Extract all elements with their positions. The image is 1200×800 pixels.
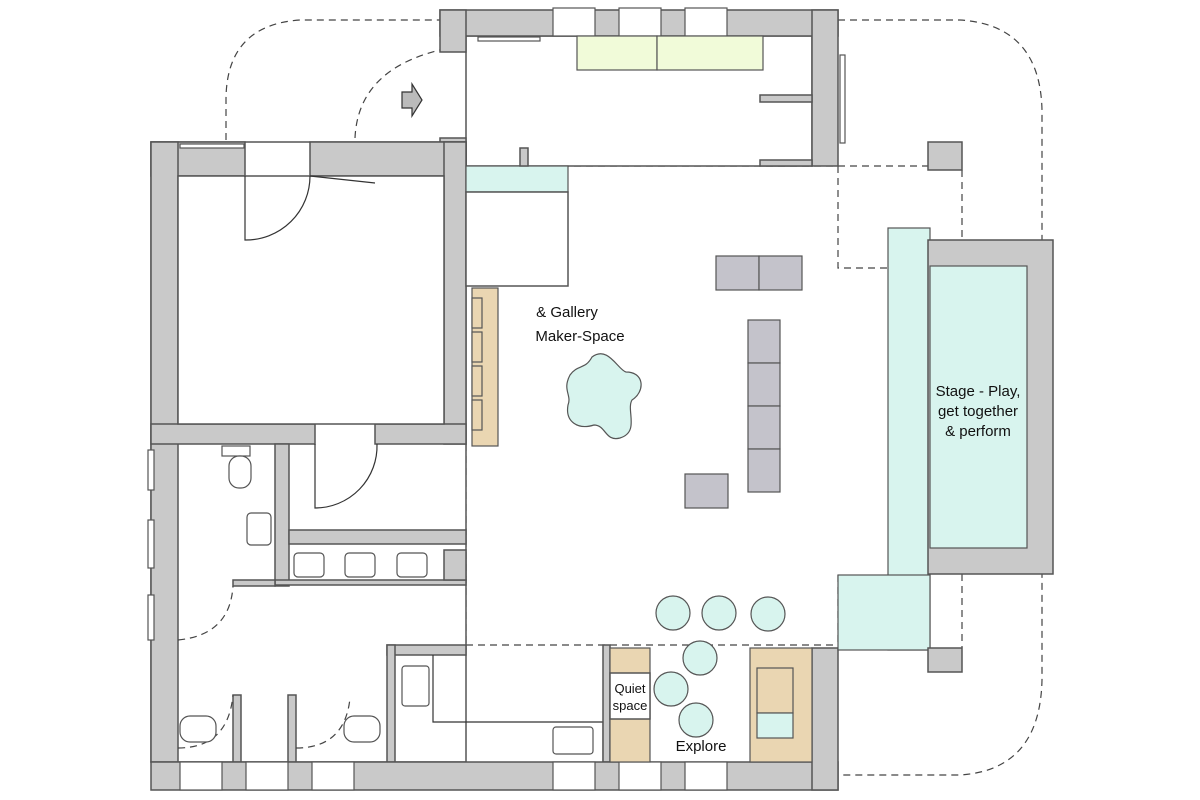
wall xyxy=(232,579,276,587)
wall xyxy=(232,694,242,763)
window xyxy=(552,7,596,37)
toilet xyxy=(343,715,381,743)
window xyxy=(245,761,289,791)
wall xyxy=(439,9,467,53)
wall xyxy=(309,141,467,177)
wall xyxy=(287,694,297,763)
bench xyxy=(471,287,499,447)
sink xyxy=(401,665,430,707)
window xyxy=(684,7,728,37)
seat-cube xyxy=(684,473,729,509)
shelf xyxy=(477,36,541,42)
partition xyxy=(602,644,611,763)
seat-cube xyxy=(715,255,760,291)
window xyxy=(179,761,223,791)
window xyxy=(147,594,155,641)
storage-box xyxy=(465,191,569,287)
workbench xyxy=(576,35,658,71)
wall xyxy=(443,141,467,445)
workbench xyxy=(656,35,764,71)
toilet-tank xyxy=(221,445,251,457)
seat-cube xyxy=(747,319,781,364)
wall xyxy=(811,647,839,791)
stage xyxy=(929,265,1028,549)
sink xyxy=(396,552,428,578)
toilet xyxy=(179,715,217,743)
door-swing xyxy=(177,585,351,749)
door-swing xyxy=(314,443,378,509)
gallery-label: & Gallery xyxy=(536,304,598,321)
quiet-label-line2: space xyxy=(613,698,648,713)
wall xyxy=(150,423,316,445)
glass-door xyxy=(839,54,846,144)
stool xyxy=(678,702,714,738)
window xyxy=(147,449,155,491)
explore-label: Explore xyxy=(676,738,727,755)
toilet xyxy=(228,455,252,489)
blob-table xyxy=(566,353,642,440)
wall xyxy=(374,423,467,445)
wall xyxy=(927,647,963,673)
nook-cushion xyxy=(756,667,794,714)
wall xyxy=(811,9,839,167)
quiet-label-line1: Quiet xyxy=(614,681,645,696)
arrow-icon xyxy=(401,81,423,119)
sink xyxy=(552,726,594,755)
maker-space-label: Maker-Space xyxy=(535,328,624,345)
storage-room xyxy=(177,175,445,425)
window xyxy=(684,761,728,791)
seat-cube xyxy=(747,362,781,407)
sink xyxy=(246,512,272,546)
wall xyxy=(288,529,467,545)
window xyxy=(618,7,662,37)
stool xyxy=(701,595,737,631)
sink xyxy=(344,552,376,578)
window xyxy=(552,761,596,791)
window xyxy=(311,761,355,791)
door-swing xyxy=(244,175,376,241)
outdoor-area-outline-left xyxy=(225,19,440,140)
stool xyxy=(653,671,689,707)
stage-step xyxy=(837,574,931,651)
seat-cube xyxy=(747,405,781,450)
stage-label-line3: & perform xyxy=(945,423,1011,440)
wall-stub xyxy=(519,147,529,167)
window xyxy=(147,519,155,569)
wall xyxy=(386,644,467,656)
wall xyxy=(150,141,179,763)
seat-cube xyxy=(758,255,803,291)
door-swing-entrance xyxy=(354,49,441,139)
window xyxy=(618,761,662,791)
stool xyxy=(655,595,691,631)
stage-label-line2: get together xyxy=(938,403,1018,420)
stool xyxy=(682,640,718,676)
counter xyxy=(465,165,569,193)
stool xyxy=(750,596,786,632)
quiet-space-sign xyxy=(609,672,651,720)
sink xyxy=(293,552,325,578)
nook-cushion xyxy=(756,712,794,739)
seat-cube xyxy=(747,448,781,493)
window xyxy=(179,143,245,149)
wall xyxy=(274,443,290,587)
wall xyxy=(927,141,963,171)
wall xyxy=(386,644,396,763)
wall xyxy=(274,579,467,586)
wall-stub xyxy=(759,94,813,103)
wall xyxy=(443,549,467,581)
stage-label-line1: Stage - Play, xyxy=(936,383,1021,400)
wall-stub xyxy=(759,159,813,167)
